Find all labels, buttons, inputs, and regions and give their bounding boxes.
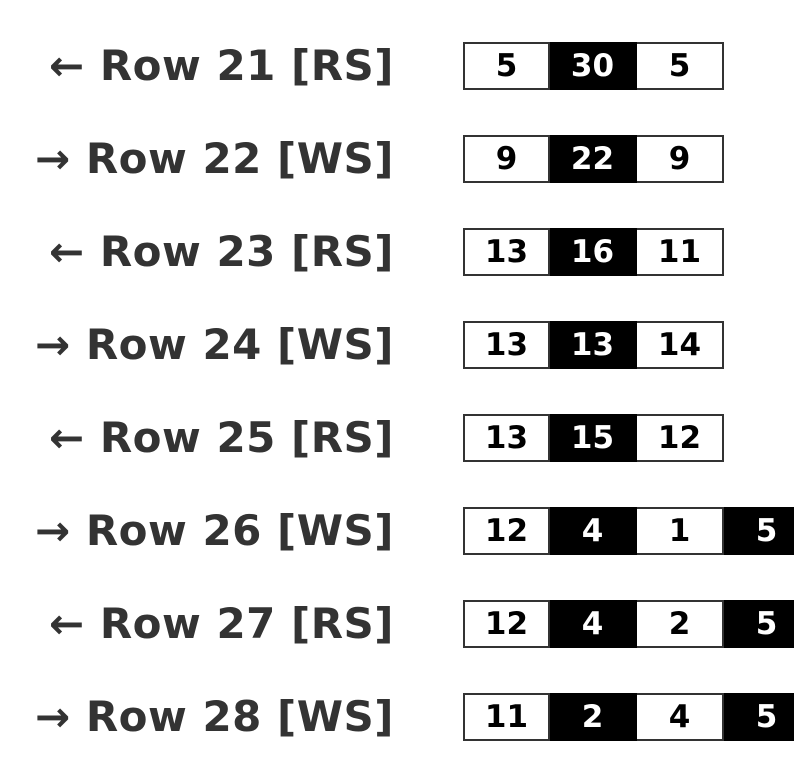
row-label-text: Row 26 [WS] — [85, 506, 394, 555]
stitch-count-white: 12 — [463, 600, 550, 648]
stitch-count-white: 2 — [637, 600, 724, 648]
arrow-right-icon: → — [35, 506, 71, 555]
row-label: → Row 26 [WS] — [35, 507, 394, 555]
stitch-count-black: 4 — [550, 507, 637, 555]
row-label-text: Row 24 [WS] — [85, 320, 394, 369]
stitch-count-white: 5 — [637, 42, 724, 90]
stitch-count-white: 14 — [637, 321, 724, 369]
stitch-count-black: 16 — [550, 228, 637, 276]
arrow-left-icon: ← — [49, 41, 85, 90]
stitch-count-white: 4 — [637, 693, 724, 741]
stitch-count-black: 13 — [550, 321, 637, 369]
stitch-count-white: 11 — [463, 693, 550, 741]
stitch-count-black: 30 — [550, 42, 637, 90]
stitch-count-black: 4 — [550, 600, 637, 648]
row-label-text: Row 25 [RS] — [99, 413, 394, 462]
arrow-left-icon: ← — [49, 599, 85, 648]
stitch-count-white: 12 — [637, 414, 724, 462]
row-label-text: Row 23 [RS] — [99, 227, 394, 276]
stitch-count-white: 1 — [637, 507, 724, 555]
row-label-text: Row 27 [RS] — [99, 599, 394, 648]
stitch-count-white: 13 — [463, 228, 550, 276]
stitch-count-black: 5 — [724, 507, 794, 555]
stitch-count-black: 22 — [550, 135, 637, 183]
arrow-left-icon: ← — [49, 413, 85, 462]
row-label: ← Row 21 [RS] — [49, 42, 394, 90]
row-label: → Row 24 [WS] — [35, 321, 394, 369]
arrow-left-icon: ← — [49, 227, 85, 276]
row-label: ← Row 25 [RS] — [49, 414, 394, 462]
stitch-count-black: 5 — [724, 693, 794, 741]
row-label: ← Row 27 [RS] — [49, 600, 394, 648]
stitch-count-white: 5 — [463, 42, 550, 90]
row-label: → Row 28 [WS] — [35, 693, 394, 741]
arrow-right-icon: → — [35, 320, 71, 369]
stitch-count-white: 11 — [637, 228, 724, 276]
stitch-count-white: 9 — [463, 135, 550, 183]
row-label-text: Row 28 [WS] — [85, 692, 394, 741]
stitch-count-white: 13 — [463, 321, 550, 369]
stitch-count-white: 12 — [463, 507, 550, 555]
stitch-count-white: 13 — [463, 414, 550, 462]
stitch-count-black: 5 — [724, 600, 794, 648]
stitch-count-black: 2 — [550, 693, 637, 741]
row-label-text: Row 22 [WS] — [85, 134, 394, 183]
row-label: ← Row 23 [RS] — [49, 228, 394, 276]
row-label: → Row 22 [WS] — [35, 135, 394, 183]
arrow-right-icon: → — [35, 134, 71, 183]
arrow-right-icon: → — [35, 692, 71, 741]
row-label-text: Row 21 [RS] — [99, 41, 394, 90]
stitch-count-black: 15 — [550, 414, 637, 462]
stitch-count-white: 9 — [637, 135, 724, 183]
